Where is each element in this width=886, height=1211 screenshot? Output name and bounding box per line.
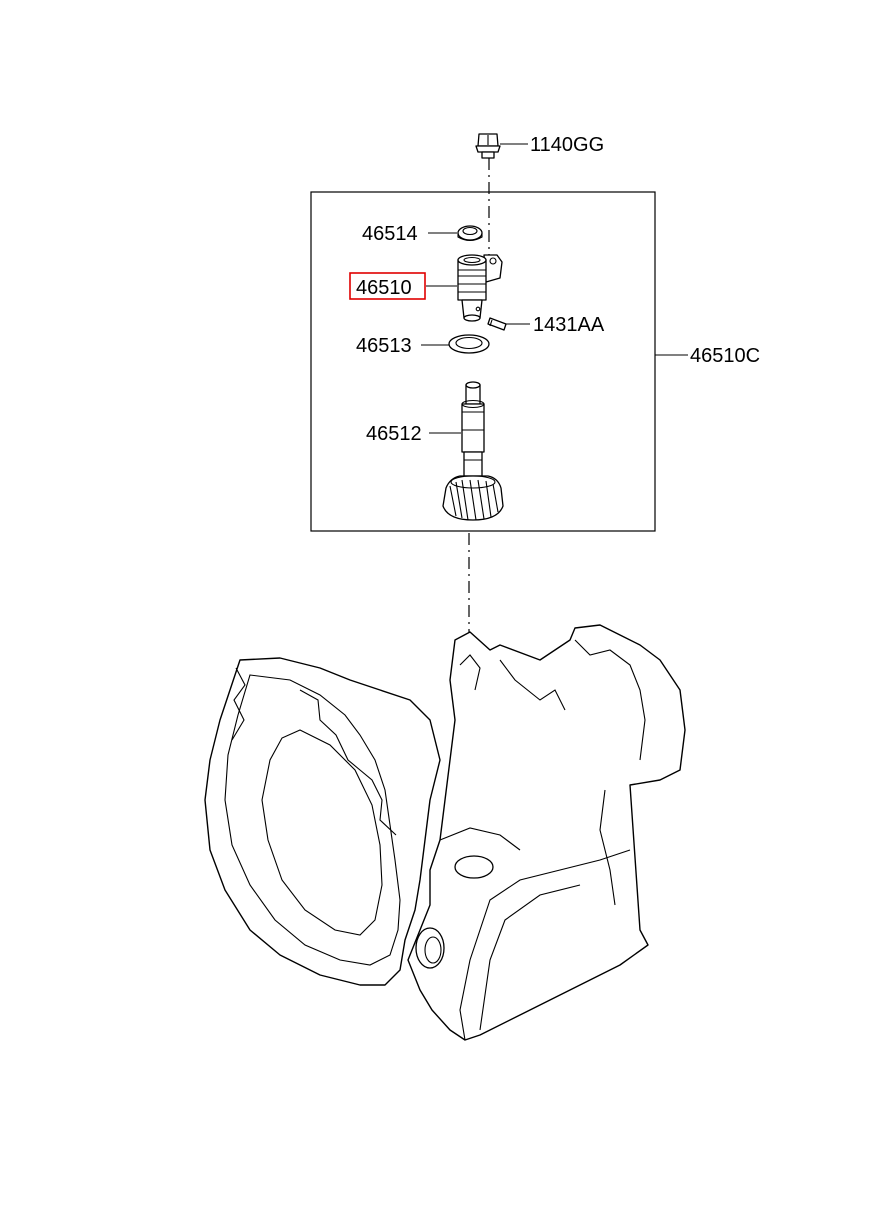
highlight-box-sleeve xyxy=(349,272,426,300)
oring-top-part[interactable] xyxy=(457,225,483,242)
label-sleeve[interactable]: 46510 xyxy=(356,277,412,299)
bolt-part[interactable] xyxy=(475,133,501,159)
sleeve-part[interactable] xyxy=(457,254,503,322)
label-bolt[interactable]: 1140GG xyxy=(530,134,604,156)
pin-part[interactable] xyxy=(487,317,507,331)
transmission-housing xyxy=(204,624,686,1041)
label-pin[interactable]: 1431AA xyxy=(533,314,605,336)
label-shaft-gear[interactable]: 46512 xyxy=(366,423,422,445)
sensor-mounting-hole xyxy=(454,855,494,879)
assembly-box xyxy=(310,191,656,532)
label-oring-bottom[interactable]: 46513 xyxy=(356,335,412,357)
label-assembly[interactable]: 46510C xyxy=(690,345,760,367)
oring-bottom-part[interactable] xyxy=(448,334,490,354)
shaft-gear-part[interactable] xyxy=(442,381,504,521)
label-oring-top[interactable]: 46514 xyxy=(362,223,418,245)
